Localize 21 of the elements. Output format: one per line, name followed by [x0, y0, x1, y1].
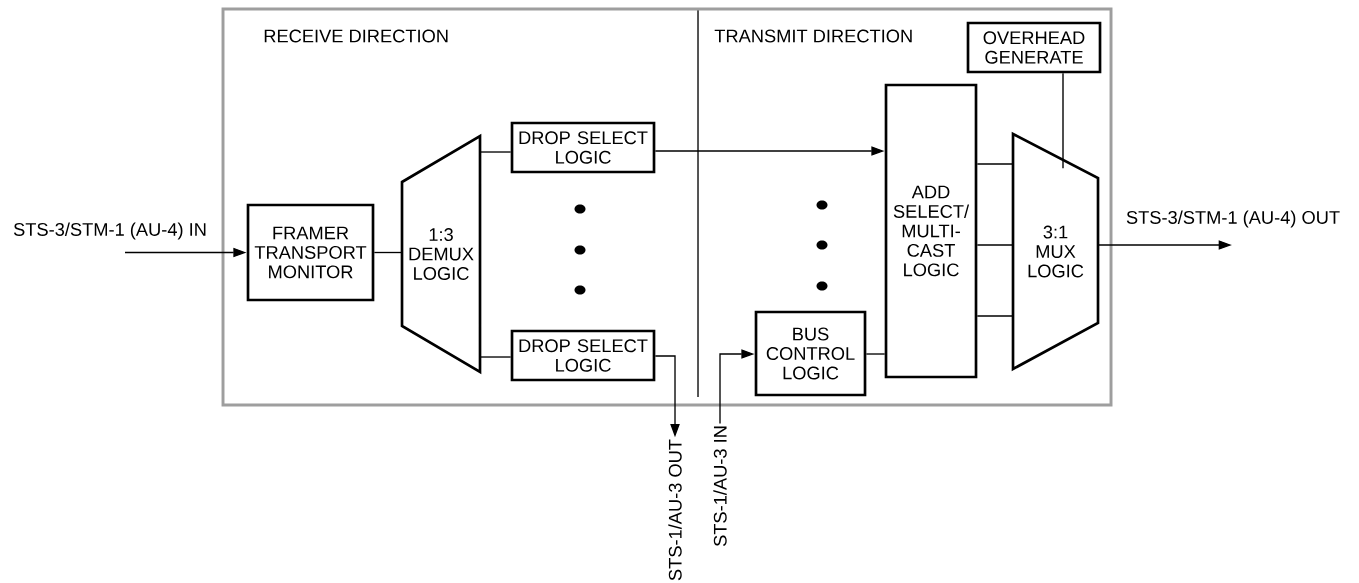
process-box: FRAMER TRANSPORT MONITOR: [246, 203, 375, 302]
edge-label: STS-3/STM-1 (AU-4) OUT: [1126, 210, 1340, 228]
process-box: DROP SELECT LOGIC: [510, 121, 656, 174]
connector-line: [373, 251, 403, 254]
connector-line: [865, 353, 886, 355]
connector-line: [976, 244, 1014, 246]
process-box: OVERHEAD GENERATE: [966, 21, 1102, 74]
connector-line: [976, 315, 1014, 317]
process-box: BUS CONTROL LOGIC: [754, 310, 867, 397]
connector-line: [479, 151, 512, 153]
edge-label: STS-3/STM-1 (AU-4) IN: [13, 222, 206, 240]
process-box: ADD SELECT/ MULTI- CAST LOGIC: [884, 83, 978, 379]
process-box: DROP SELECT LOGIC: [510, 329, 656, 382]
connector-line: [976, 163, 1014, 165]
section-heading: TRANSMIT DIRECTION: [714, 29, 912, 43]
signal-label: STS-1/AU-3 IN: [713, 426, 727, 547]
connector-line: [1062, 72, 1064, 169]
section-heading: RECEIVE DIRECTION: [264, 29, 448, 43]
connector-line: [479, 356, 512, 358]
demultiplexer-block: 1:3 DEMUX LOGIC: [400, 133, 482, 375]
signal-label: STS-1/AU-3 OUT: [668, 439, 682, 581]
